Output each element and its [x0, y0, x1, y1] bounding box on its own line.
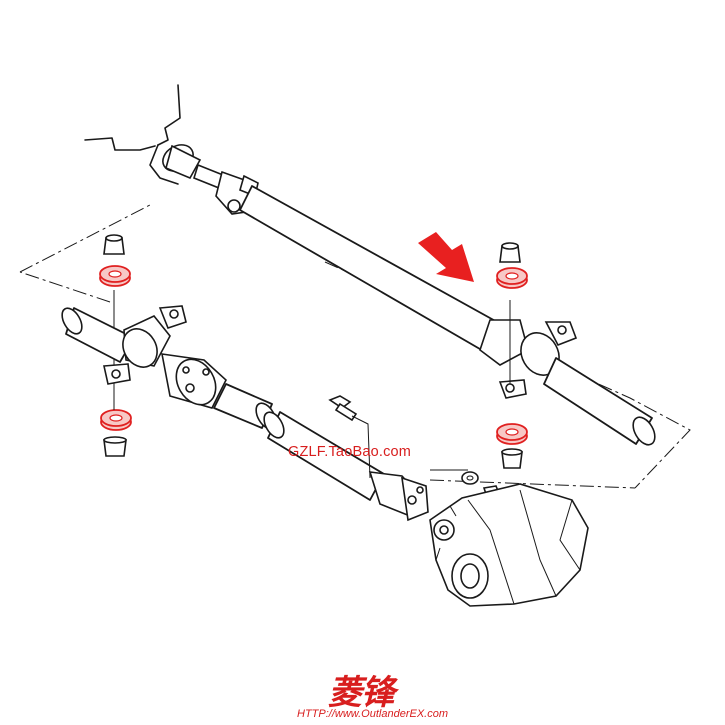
lower-coupling-joint	[161, 353, 227, 409]
lower-front-shaft	[61, 307, 135, 363]
flange-bolt	[328, 395, 371, 479]
watermark-text: GZLF.TaoBao.com	[288, 444, 412, 460]
rear-differential	[429, 483, 589, 607]
brand-logo-text: 菱锋	[328, 673, 395, 713]
rear-universal-joint	[368, 471, 429, 522]
transfer-output-stub	[162, 144, 229, 192]
lower-right-fastener-stack	[496, 423, 528, 469]
lower-rear-shaft	[263, 411, 385, 501]
transfer-case-outline	[84, 84, 181, 185]
upper-right-fastener-stack	[496, 242, 528, 289]
brand-url-text: HTTP://www.OutlanderEX.com	[297, 708, 448, 720]
lower-center-bearing	[103, 305, 187, 385]
upper-left-fastener-stack	[99, 234, 131, 287]
upper-shaft-end	[632, 416, 656, 446]
callout-arrow-icon	[418, 232, 474, 282]
lower-left-fastener-stack	[100, 290, 132, 457]
upper-rear-shaft	[543, 357, 653, 445]
